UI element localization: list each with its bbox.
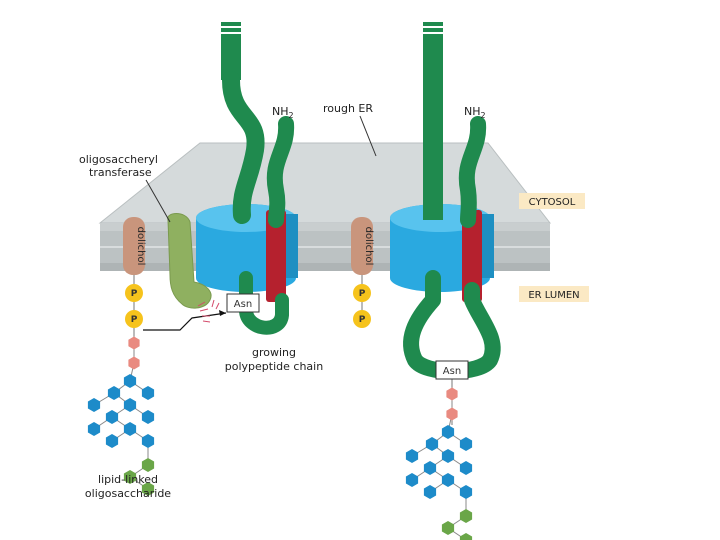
reaction-mark-4 xyxy=(202,320,211,323)
sugar-blue xyxy=(141,386,155,400)
nh2-right-text: NH xyxy=(464,105,481,118)
transferase-label-line1: oligosaccheryl xyxy=(79,153,158,166)
dolichol-left-label: dolichol xyxy=(135,227,146,266)
sugar-blue xyxy=(105,434,119,448)
transfer-arrow xyxy=(143,299,227,331)
asn-right-box xyxy=(435,360,469,380)
membrane-lower-leaflet xyxy=(100,263,550,271)
reaction-mark-6 xyxy=(215,302,220,310)
chain-left-entering xyxy=(222,71,265,224)
rough-er-leader xyxy=(359,115,377,157)
transfer-arrow-path xyxy=(143,312,227,331)
sugar-green xyxy=(441,521,455,535)
dolichol-right-body xyxy=(351,217,373,275)
translocon-left-red-channel xyxy=(266,210,286,302)
sugar-pink xyxy=(446,407,458,421)
phosphate-left-1 xyxy=(125,284,143,302)
nh2-left-text: NH xyxy=(272,105,289,118)
asn-right: Asn xyxy=(435,360,469,425)
er-lumen-tag: ER LUMEN xyxy=(519,286,589,302)
membrane-upper-leaflet xyxy=(100,223,550,231)
cytosol-tag-box xyxy=(519,193,585,209)
translocon-left-side xyxy=(286,214,298,278)
phosphate-left-2-label: P xyxy=(131,315,138,325)
sugar-blue xyxy=(141,434,155,448)
phosphate-right-1 xyxy=(353,284,371,302)
sugar-blue xyxy=(87,398,101,412)
sugar-blue xyxy=(459,485,473,499)
growing-chain-label-line2: polypeptide chain xyxy=(225,360,323,373)
nh2-right-label: NH2 xyxy=(464,105,486,120)
sugar-blue xyxy=(105,410,119,424)
sugar-blue xyxy=(87,422,101,436)
reaction-mark-1 xyxy=(197,301,206,307)
cytosol-tag-label: CYTOSOL xyxy=(529,197,576,208)
sugar-blue xyxy=(405,473,419,487)
sugar-green xyxy=(459,533,473,540)
phosphate-right-2-label: P xyxy=(359,315,366,325)
dolichol-left: dolichol xyxy=(123,217,146,275)
translocon-right-side xyxy=(482,214,494,278)
chain-left-nh2 xyxy=(266,116,295,228)
sugar-blue xyxy=(441,425,455,439)
oligosaccharide-right xyxy=(405,387,473,540)
phosphate-left-2 xyxy=(125,310,143,328)
phosphates-right: P P xyxy=(353,275,371,328)
sugar-pink xyxy=(128,336,140,350)
growing-chain-label-line1: growing xyxy=(252,346,296,359)
transfer-arrow-head xyxy=(219,310,226,316)
sugar-green xyxy=(141,458,155,472)
translocon-right-red-channel xyxy=(462,210,482,302)
dolichol-right-label: dolichol xyxy=(363,227,374,266)
phosphates-left: P P xyxy=(125,275,143,340)
nh2-left-label: NH2 xyxy=(272,105,294,120)
sugar-pink xyxy=(128,356,140,370)
phosphate-right-1-label: P xyxy=(359,289,366,299)
chain-right-nh2 xyxy=(458,116,487,228)
asn-left-label: Asn xyxy=(234,299,252,310)
sugar-green xyxy=(459,509,473,523)
transferase-label-line2: transferase xyxy=(89,166,152,179)
reaction-marks xyxy=(197,299,220,323)
sugar-blue xyxy=(441,473,455,487)
sugar-blue xyxy=(423,461,437,475)
sugar-blue xyxy=(459,461,473,475)
rough-er-label: rough ER xyxy=(323,102,373,115)
er-lumen-tag-label: ER LUMEN xyxy=(528,290,579,301)
lipid-linked-label-line2: oligosaccharide xyxy=(85,487,171,500)
sugar-blue xyxy=(459,437,473,451)
nh2-left-sub: 2 xyxy=(289,111,294,120)
polypeptide-left xyxy=(220,22,295,335)
sugar-blue xyxy=(107,386,121,400)
er-lumen-tag-box xyxy=(519,286,589,302)
reaction-mark-2 xyxy=(199,308,209,312)
oligosaccharyl-transferase xyxy=(167,213,212,309)
phosphate-left-1-label: P xyxy=(131,289,138,299)
cytosol-tag: CYTOSOL xyxy=(519,193,585,209)
sugar-pink xyxy=(446,387,458,401)
nh2-right-sub: 2 xyxy=(481,111,486,120)
reaction-mark-5 xyxy=(211,299,215,308)
asn-left-box xyxy=(226,293,260,313)
dolichol-right: dolichol xyxy=(351,217,374,275)
sugar-blue xyxy=(425,437,439,451)
sugar-green xyxy=(141,482,155,496)
phosphate-right-2 xyxy=(353,310,371,328)
transferase-leader xyxy=(145,179,171,223)
sugar-blue xyxy=(141,410,155,424)
sugar-blue xyxy=(441,449,455,463)
sugar-blue xyxy=(405,449,419,463)
oligosaccharide-left xyxy=(87,336,155,496)
asn-right-label: Asn xyxy=(443,366,461,377)
sugar-blue xyxy=(123,374,137,388)
asn-left: Asn xyxy=(226,293,260,313)
sugar-blue xyxy=(123,398,137,412)
sugar-blue xyxy=(123,422,137,436)
sugar-blue xyxy=(423,485,437,499)
lipid-linked-label-line1: lipid-linked xyxy=(98,473,158,486)
dolichol-left-body xyxy=(123,217,145,275)
sugar-green xyxy=(123,470,137,484)
